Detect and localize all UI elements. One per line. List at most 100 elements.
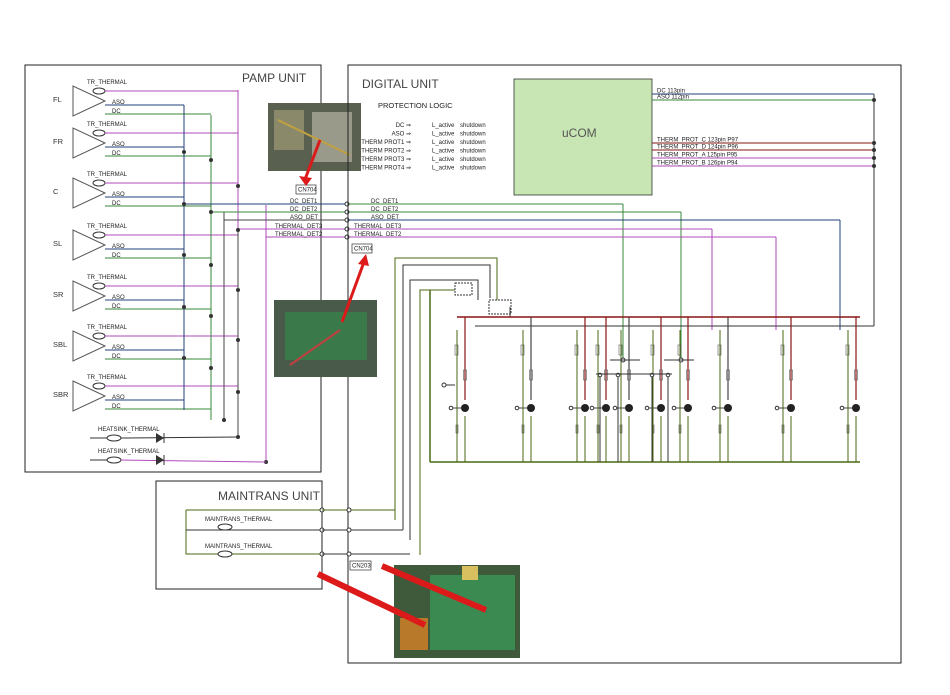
channel-label: C <box>53 187 59 196</box>
digital-signal-2: ASO_DET <box>371 215 399 221</box>
aso-label: ASO <box>112 142 125 148</box>
amp-triangle <box>72 280 107 312</box>
protection-action: shutdown <box>460 132 486 138</box>
amp-triangle <box>72 380 107 412</box>
dc-label: DC <box>112 354 121 360</box>
driver-stage <box>711 317 732 462</box>
digital-signal-1: DC_DET2 <box>371 207 399 213</box>
protection-action: shutdown <box>460 166 486 172</box>
amp-triangle <box>72 177 107 209</box>
digital-signal-0: DC_DET1 <box>371 199 399 205</box>
maintrans-thermal-1: MAINTRANS_THERMAL <box>205 517 273 523</box>
pamp-channels: FL TR_THERMAL ASO DC FR TR_THERMAL ASO DC C TR_TH… <box>53 80 238 412</box>
ucom-label: uCOM <box>562 126 597 140</box>
dc-label: DC <box>112 109 121 115</box>
protection-level: L_active <box>432 140 455 146</box>
driver-stage <box>644 317 665 462</box>
dc-label: DC <box>112 253 121 259</box>
ucom-pin: ASO 112pin <box>652 95 874 101</box>
digital-signal-lines <box>349 203 841 360</box>
ucom-pin-label: THERM_PROT_D 124pin P96 <box>657 145 739 151</box>
protection-signal: THERM PROT1 ⇒ <box>361 140 411 146</box>
aso-label: ASO <box>112 100 125 106</box>
channel-label: FR <box>53 137 64 146</box>
driver-circuit <box>394 257 874 555</box>
driver-stage <box>568 317 589 462</box>
digital-signal-3: THERMAL_DET3 <box>354 224 402 230</box>
driver-stage <box>774 317 795 462</box>
ucom-block <box>513 78 653 196</box>
channel-label: FL <box>53 95 62 104</box>
heatsink-label-2: HEATSINK_THERMAL <box>98 449 160 455</box>
pamp-unit-box <box>24 64 322 473</box>
amp-triangle <box>72 229 107 261</box>
channel-sbl: SBL TR_THERMAL ASO DC <box>53 325 238 362</box>
protection-signal: THERM PROT3 ⇒ <box>361 157 411 163</box>
protection-level: L_active <box>432 157 455 163</box>
ucom-pin: THERM_PROT_D 124pin P96 <box>652 145 874 151</box>
protection-row: THERM PROT3 ⇒ L_active shutdown <box>361 157 485 163</box>
driver-stage <box>514 317 535 462</box>
aso-label: ASO <box>112 345 125 351</box>
pamp-signal-3: THERMAL_DET3 <box>275 224 323 230</box>
ucom-pin: THERM_PROT_B 126pin P94 <box>652 161 874 167</box>
digital-signal-labels: DC_DET1DC_DET2ASO_DETTHERMAL_DET3THERMAL… <box>354 199 402 238</box>
pamp-signal-0: DC_DET1 <box>290 199 318 205</box>
tr-thermal-label: TR_THERMAL <box>87 80 128 86</box>
pamp-bus-lines <box>182 90 346 464</box>
tr-thermal-label: TR_THERMAL <box>87 275 128 281</box>
connector-cn704-top-label: CN704 <box>298 188 317 194</box>
driver-stage <box>839 317 860 462</box>
protection-action: shutdown <box>460 149 486 155</box>
protection-level: L_active <box>432 123 455 129</box>
tr-thermal-label: TR_THERMAL <box>87 122 128 128</box>
maintrans-unit-box <box>155 480 323 590</box>
ucom-pin: THERM_PROT_C 123pin P97 <box>652 138 874 144</box>
connector-cn704-mid-label: CN704 <box>354 247 373 253</box>
amp-triangle <box>72 85 107 117</box>
digital-unit-title: DIGITAL UNIT <box>362 77 439 91</box>
driver-stage <box>589 317 610 462</box>
channel-fl: FL TR_THERMAL ASO DC <box>53 80 238 117</box>
connector-cn203 <box>349 560 372 571</box>
protection-logic-title: PROTECTION LOGIC <box>378 101 453 110</box>
aso-label: ASO <box>112 295 125 301</box>
protection-signal: THERM PROT2 ⇒ <box>361 149 411 155</box>
protection-level: L_active <box>432 166 455 172</box>
amp-triangle <box>72 127 107 159</box>
ucom-pin-label: DC 113pin <box>657 89 685 95</box>
tr-thermal-label: TR_THERMAL <box>87 172 128 178</box>
connector-cn704-mid <box>351 243 373 254</box>
pamp-signal-labels: DC_DET1DC_DET2ASO_DETTHERMAL_DET3THERMAL… <box>275 199 323 238</box>
maintrans-thermal-2: MAINTRANS_THERMAL <box>205 544 273 550</box>
aso-label: ASO <box>112 395 125 401</box>
driver-stage <box>612 317 633 462</box>
ucom-pin-label: ASO 112pin <box>657 95 689 101</box>
dc-label: DC <box>112 304 121 310</box>
driver-stage <box>671 317 692 462</box>
channel-label: SR <box>53 290 64 299</box>
amp-triangle <box>72 330 107 362</box>
protection-row: THERM PROT2 ⇒ L_active shutdown <box>361 149 485 155</box>
aso-label: ASO <box>112 244 125 250</box>
protection-level: L_active <box>432 132 455 138</box>
protection-level: L_active <box>432 149 455 155</box>
pamp-signal-1: DC_DET2 <box>290 207 318 213</box>
protection-action: shutdown <box>460 123 486 129</box>
protection-signal: ASO ⇒ <box>392 132 411 138</box>
ucom-pin: DC 113pin <box>652 89 874 95</box>
protection-row: ASO ⇒ L_active shutdown <box>392 132 486 138</box>
tr-thermal-label: TR_THERMAL <box>87 375 128 381</box>
channel-label: SBL <box>53 340 67 349</box>
ucom-pin-label: THERM_PROT_A 125pin P95 <box>657 153 738 159</box>
heatsink-label-1: HEATSINK_THERMAL <box>98 427 160 433</box>
tr-thermal-label: TR_THERMAL <box>87 325 128 331</box>
protection-action: shutdown <box>460 157 486 163</box>
driver-stage <box>448 317 469 462</box>
